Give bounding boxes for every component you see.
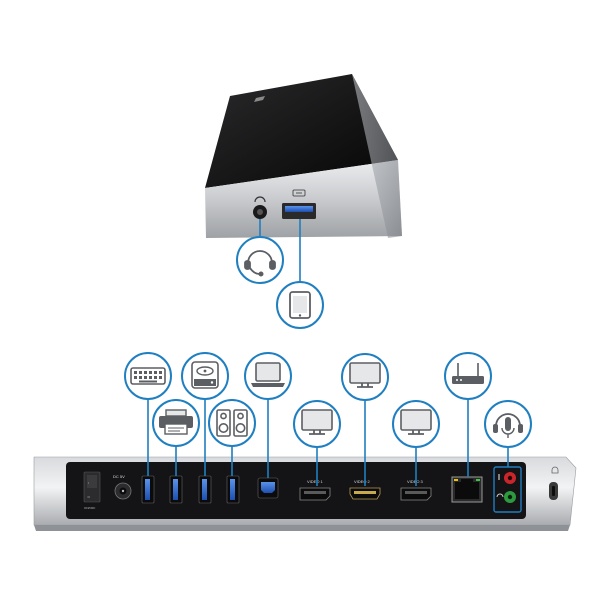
front-dock	[205, 74, 402, 329]
front-audio-jack	[253, 196, 267, 219]
front-dock-top-surface	[205, 74, 398, 188]
video-2-label: VIDEO 2	[354, 479, 371, 484]
headphone-jack	[496, 491, 516, 503]
front-dock-logo	[254, 96, 265, 102]
printer-icon	[159, 409, 193, 435]
printer-callout	[152, 399, 200, 447]
router-callout	[444, 352, 492, 400]
ss-usb-mark	[292, 189, 306, 197]
ethernet-port	[451, 476, 483, 503]
rear-dock: I O ON/OFF DC 5V	[33, 456, 577, 531]
front-headphone-mark-icon	[254, 196, 266, 203]
monitor-1-callout	[293, 400, 341, 448]
keyboard-icon	[130, 367, 166, 385]
monitor-icon	[349, 362, 381, 388]
front-usb-port	[282, 189, 316, 219]
power-switch: I O ON/OFF	[83, 471, 101, 510]
svg-text:I: I	[88, 481, 89, 485]
usb-ports	[141, 475, 240, 504]
dc-power-label: DC 5V	[113, 474, 125, 479]
speakers-icon	[216, 409, 248, 437]
usb-port-2	[169, 475, 183, 504]
security-lock-slot	[549, 466, 559, 500]
headset-icon	[244, 250, 276, 277]
hard-drive-icon	[191, 361, 219, 389]
speakers-callout	[208, 399, 256, 447]
laptop-callout	[244, 352, 292, 400]
video-port-2: VIDEO 2	[349, 479, 381, 500]
monitor-icon	[301, 409, 333, 435]
headset-mic-callout	[484, 400, 532, 448]
laptop-icon	[251, 362, 285, 387]
usb-port-1	[141, 475, 155, 504]
headset-callout	[236, 236, 284, 284]
tablet-icon	[289, 291, 311, 319]
usb-b-port	[257, 477, 279, 499]
monitor-3-callout	[392, 400, 440, 448]
rear-callout-lines	[147, 398, 509, 486]
keyboard-callout	[124, 352, 172, 400]
svg-text:ON/OFF: ON/OFF	[84, 506, 95, 510]
headset-mic-icon	[493, 413, 523, 438]
front-dock-front-face	[205, 160, 402, 238]
tablet-callout	[276, 281, 324, 329]
dc-power-jack: DC 5V	[113, 474, 132, 500]
monitor-2-callout	[341, 353, 389, 401]
hard-drive-callout	[181, 352, 229, 400]
router-icon	[452, 363, 484, 384]
front-dock-side-face	[352, 74, 402, 238]
usb-port-3	[198, 475, 212, 504]
svg-text:O: O	[88, 495, 91, 499]
mic-jack	[498, 472, 516, 484]
video-port-1: VIDEO 1	[299, 479, 331, 501]
video-1-label: VIDEO 1	[307, 479, 324, 484]
usb-port-4	[226, 475, 240, 504]
monitor-icon	[400, 409, 432, 435]
